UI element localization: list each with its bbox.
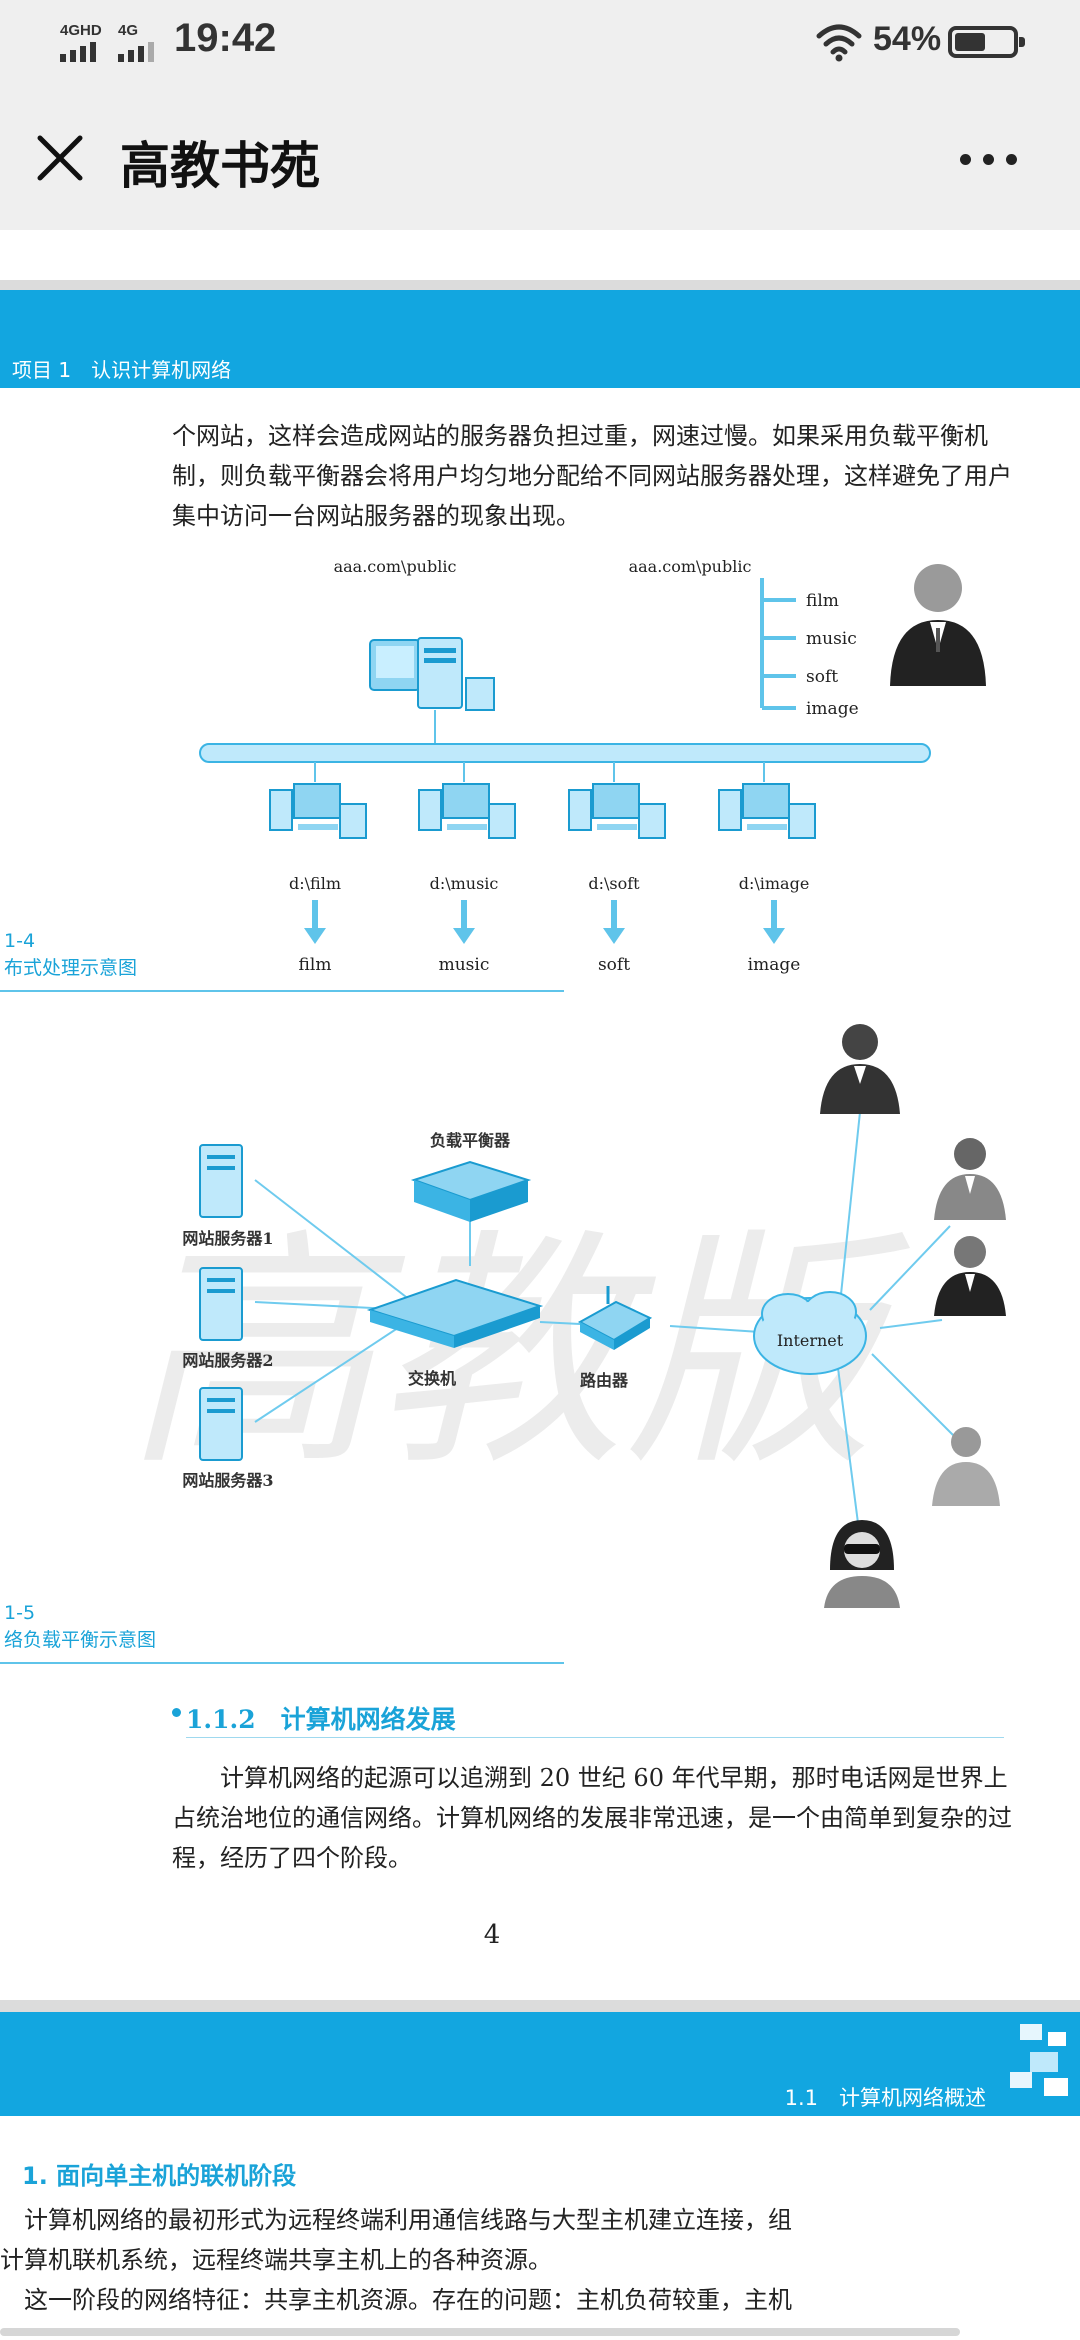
more-button[interactable]	[960, 144, 1030, 174]
page-number: 4	[483, 1920, 501, 1950]
workstation-icon	[269, 783, 367, 839]
node-output-label: film	[299, 955, 332, 975]
node-path-label: d:\soft	[588, 874, 640, 893]
node-path-label: d:\film	[289, 874, 341, 893]
internet-label: Internet	[777, 1331, 844, 1350]
user-avatar-icon	[820, 1024, 900, 1114]
workstation-icon	[568, 783, 666, 839]
folder-label: film	[806, 591, 839, 611]
text-line: 这一阶段的网络特征：共享主机资源。存在的问题：主机负荷较重，主机	[0, 2286, 792, 2314]
router-label: 路由器	[580, 1371, 629, 1390]
web-server-icon	[199, 1387, 243, 1461]
distributed-processing-diagram: aaa.com\public aaa.com\public film music…	[199, 557, 986, 975]
node-output-label: music	[439, 955, 490, 975]
user-avatar-icon	[932, 1427, 1000, 1506]
network-bus	[199, 743, 931, 763]
decorative-graphic-icon	[1010, 2024, 1068, 2096]
workstation-icon	[418, 783, 516, 839]
chapter-banner: 1.1 计算机网络概述	[0, 2012, 1080, 2116]
figure-number: 1-5	[4, 1602, 36, 1624]
status-bar: 4GHD 4G 19:42 54%	[0, 0, 1080, 84]
section-title: 1.1.2 计算机网络发展	[186, 1705, 456, 1734]
server-label: 网站服务器1	[182, 1229, 273, 1248]
intro-paragraph: 个网站，这样会造成网站的服务器负担过重，网速过慢。如果采用负载平衡机制，则负载平…	[172, 422, 1012, 530]
app-bar: 高教书苑	[0, 84, 1080, 230]
subsection-title: 1. 面向单主机的联机阶段	[22, 2162, 297, 2190]
more-icon	[960, 153, 1017, 165]
user-avatar-icon	[934, 1236, 1006, 1316]
figure-title: 络负载平衡示意图	[4, 1629, 157, 1651]
page-separator	[0, 280, 1080, 290]
scrollbar[interactable]	[0, 2328, 960, 2336]
switch-label: 交换机	[408, 1369, 456, 1388]
wifi-icon	[816, 24, 862, 62]
figure-number: 1-4	[4, 930, 36, 952]
folder-label: image	[806, 699, 859, 719]
node-output-label: soft	[598, 955, 630, 975]
down-arrow-icon	[304, 900, 785, 944]
close-button[interactable]	[30, 128, 90, 188]
page-title: 高教书苑	[120, 137, 320, 195]
node-group	[314, 762, 765, 782]
switch-icon	[366, 1278, 544, 1348]
server-computer-icon	[369, 637, 495, 711]
server-label: 网站服务器3	[182, 1471, 273, 1490]
user-avatar-icon	[934, 1138, 1006, 1220]
balancer-label: 负载平衡器	[430, 1131, 511, 1150]
workstation-icon	[718, 783, 816, 839]
section-heading: 1.1.2 计算机网络发展	[172, 1700, 1004, 1738]
diagram-path-right: aaa.com\public	[629, 557, 752, 576]
close-icon	[37, 135, 83, 181]
load-balancing-diagram: 高教版 网站服务器1 网站服务器2 网站服务器3 负载平衡器	[125, 1024, 1006, 1608]
figure-title: 布式处理示意图	[4, 957, 138, 979]
server-label: 网站服务器2	[182, 1351, 273, 1370]
user-avatar-icon	[890, 564, 986, 686]
network-type-label: 4GHD	[60, 22, 102, 39]
folder-label: soft	[806, 667, 838, 687]
chapter-header: 1.1 计算机网络概述	[784, 2086, 986, 2110]
chapter-header: 项目 1 认识计算机网络	[12, 358, 232, 382]
page-gap	[0, 230, 1080, 280]
text-line: 计算机网络的最初形式为远程终端利用通信线路与大型主机建立连接，组	[0, 2206, 792, 2234]
web-server-icon	[199, 1144, 243, 1218]
load-balancer-icon	[410, 1160, 532, 1222]
text-line: 计算机联机系统，远程终端共享主机上的各种资源。	[0, 2246, 552, 2274]
internet-cloud-icon	[753, 1291, 867, 1375]
user-avatar-icon	[824, 1520, 900, 1608]
folder-label: music	[806, 629, 857, 649]
figure-rule	[0, 1662, 564, 1664]
body-text: 计算机网络的最初形式为远程终端利用通信线路与大型主机建立连接，组 计算机联机系统…	[0, 2200, 1080, 2320]
clock: 19:42	[174, 16, 277, 60]
figure-caption: 1-4 布式处理示意图	[4, 928, 137, 982]
page-separator	[0, 2000, 1080, 2012]
figure-caption: 1-5 络负载平衡示意图	[4, 1600, 156, 1654]
node-output-label: image	[748, 955, 801, 975]
network-type-label: 4G	[118, 22, 139, 39]
node-path-label: d:\image	[739, 874, 810, 893]
battery-percent: 54%	[873, 20, 942, 58]
section-paragraph: 计算机网络的起源可以追溯到 20 世纪 60 年代早期，那时电话网是世界上占统治…	[172, 1764, 1012, 1872]
web-server-icon	[199, 1267, 243, 1341]
bullet-icon	[172, 1708, 181, 1717]
battery-icon	[948, 26, 1025, 58]
diagram-path-left: aaa.com\public	[334, 557, 457, 576]
node-path-label: d:\music	[430, 874, 499, 893]
figure-rule	[0, 990, 564, 992]
router-icon	[577, 1286, 653, 1350]
chapter-banner: 项目 1 认识计算机网络	[0, 290, 1080, 388]
